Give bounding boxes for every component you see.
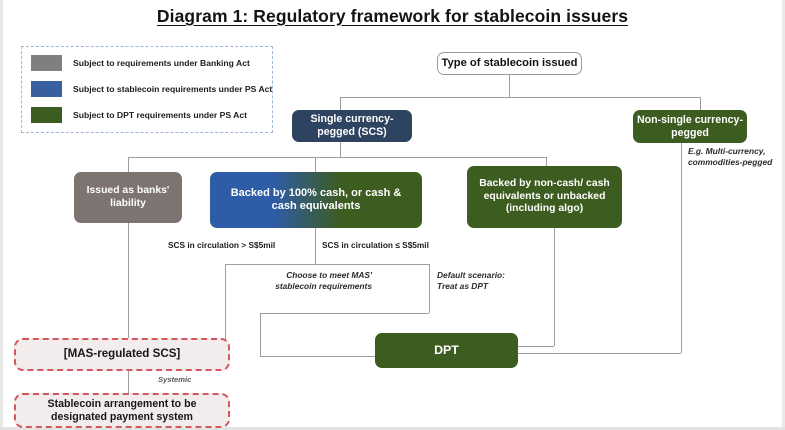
- node-mas-regulated-scs[interactable]: [MAS-regulated SCS]: [14, 338, 230, 371]
- connector-to-backed-noncash: [546, 157, 547, 173]
- connector-cash-split: [225, 264, 429, 265]
- connector-to-backed-cash: [315, 157, 316, 173]
- connector-root-stem: [509, 75, 510, 97]
- node-non-single-currency-pegged[interactable]: Non-single currency-pegged: [633, 110, 747, 143]
- legend-item-banking-act: Subject to requirements under Banking Ac…: [31, 54, 250, 72]
- connector-noncash-into-dpt: [518, 346, 554, 347]
- legend-item-stablecoin-ps-act: Subject to stablecoin requirements under…: [31, 80, 272, 98]
- annotation-threshold-below: SCS in circulation ≤ S$5mil: [322, 240, 429, 250]
- node-backed-by-non-cash[interactable]: Backed by non-cash/ cash equivalents or …: [467, 166, 622, 228]
- diagram-title: Diagram 1: Regulatory framework for stab…: [156, 6, 629, 26]
- node-dpt[interactable]: DPT: [375, 333, 518, 368]
- connector-cash-stem: [315, 228, 316, 264]
- annotation-threshold-above: SCS in circulation > S$5mil: [168, 240, 276, 250]
- connector-to-nonsingle: [700, 97, 701, 112]
- connector-nonsingle-stem: [681, 142, 682, 353]
- node-issued-as-banks-liability[interactable]: Issued as banks' liability: [74, 172, 182, 223]
- connector-cash-right: [429, 264, 430, 313]
- page-edge-left: [0, 0, 3, 430]
- connector-dpt-feed: [260, 313, 429, 314]
- connector-dpt-left-in: [260, 356, 375, 357]
- annotation-non-single-examples: E.g. Multi-currency, commodities-pegged: [688, 146, 773, 168]
- legend-box: Subject to requirements under Banking Ac…: [21, 46, 273, 133]
- connector-dpt-left-drop: [260, 313, 261, 356]
- connector-to-scs: [340, 97, 341, 112]
- annotation-systemic: Systemic: [158, 375, 192, 384]
- connector-mas-to-designated: [128, 371, 129, 393]
- node-designated-payment-system[interactable]: Stablecoin arrangement to be designated …: [14, 393, 230, 428]
- legend-item-dpt-ps-act: Subject to DPT requirements under PS Act: [31, 106, 247, 124]
- legend-swatch-gray: [31, 55, 62, 71]
- connector-cash-left: [225, 264, 226, 352]
- node-backed-by-cash[interactable]: Backed by 100% cash, or cash & cash equi…: [210, 172, 422, 228]
- legend-label-dpt-ps-act: Subject to DPT requirements under PS Act: [73, 110, 247, 120]
- legend-label-banking-act: Subject to requirements under Banking Ac…: [73, 58, 250, 68]
- connector-noncash-stem: [554, 228, 555, 346]
- connector-scs-stem: [340, 141, 341, 157]
- connector-scs-split: [128, 157, 546, 158]
- annotation-default-dpt: Default scenario: Treat as DPT: [437, 270, 505, 292]
- legend-swatch-green: [31, 107, 62, 123]
- connector-root-split: [340, 97, 700, 98]
- node-root-type-of-stablecoin[interactable]: Type of stablecoin issued: [437, 52, 582, 75]
- connector-nonsingle-into-dpt: [518, 353, 681, 354]
- node-single-currency-pegged[interactable]: Single currency-pegged (SCS): [292, 110, 412, 142]
- legend-label-stablecoin-ps-act: Subject to stablecoin requirements under…: [73, 84, 273, 94]
- connector-to-banks: [128, 157, 129, 173]
- connector-banks-to-mas: [128, 223, 129, 338]
- page-edge-bottom: [0, 427, 785, 430]
- page-edge-right: [782, 0, 785, 430]
- legend-swatch-blue: [31, 81, 62, 97]
- annotation-choose-mas: Choose to meet MAS' stablecoin requireme…: [275, 270, 372, 292]
